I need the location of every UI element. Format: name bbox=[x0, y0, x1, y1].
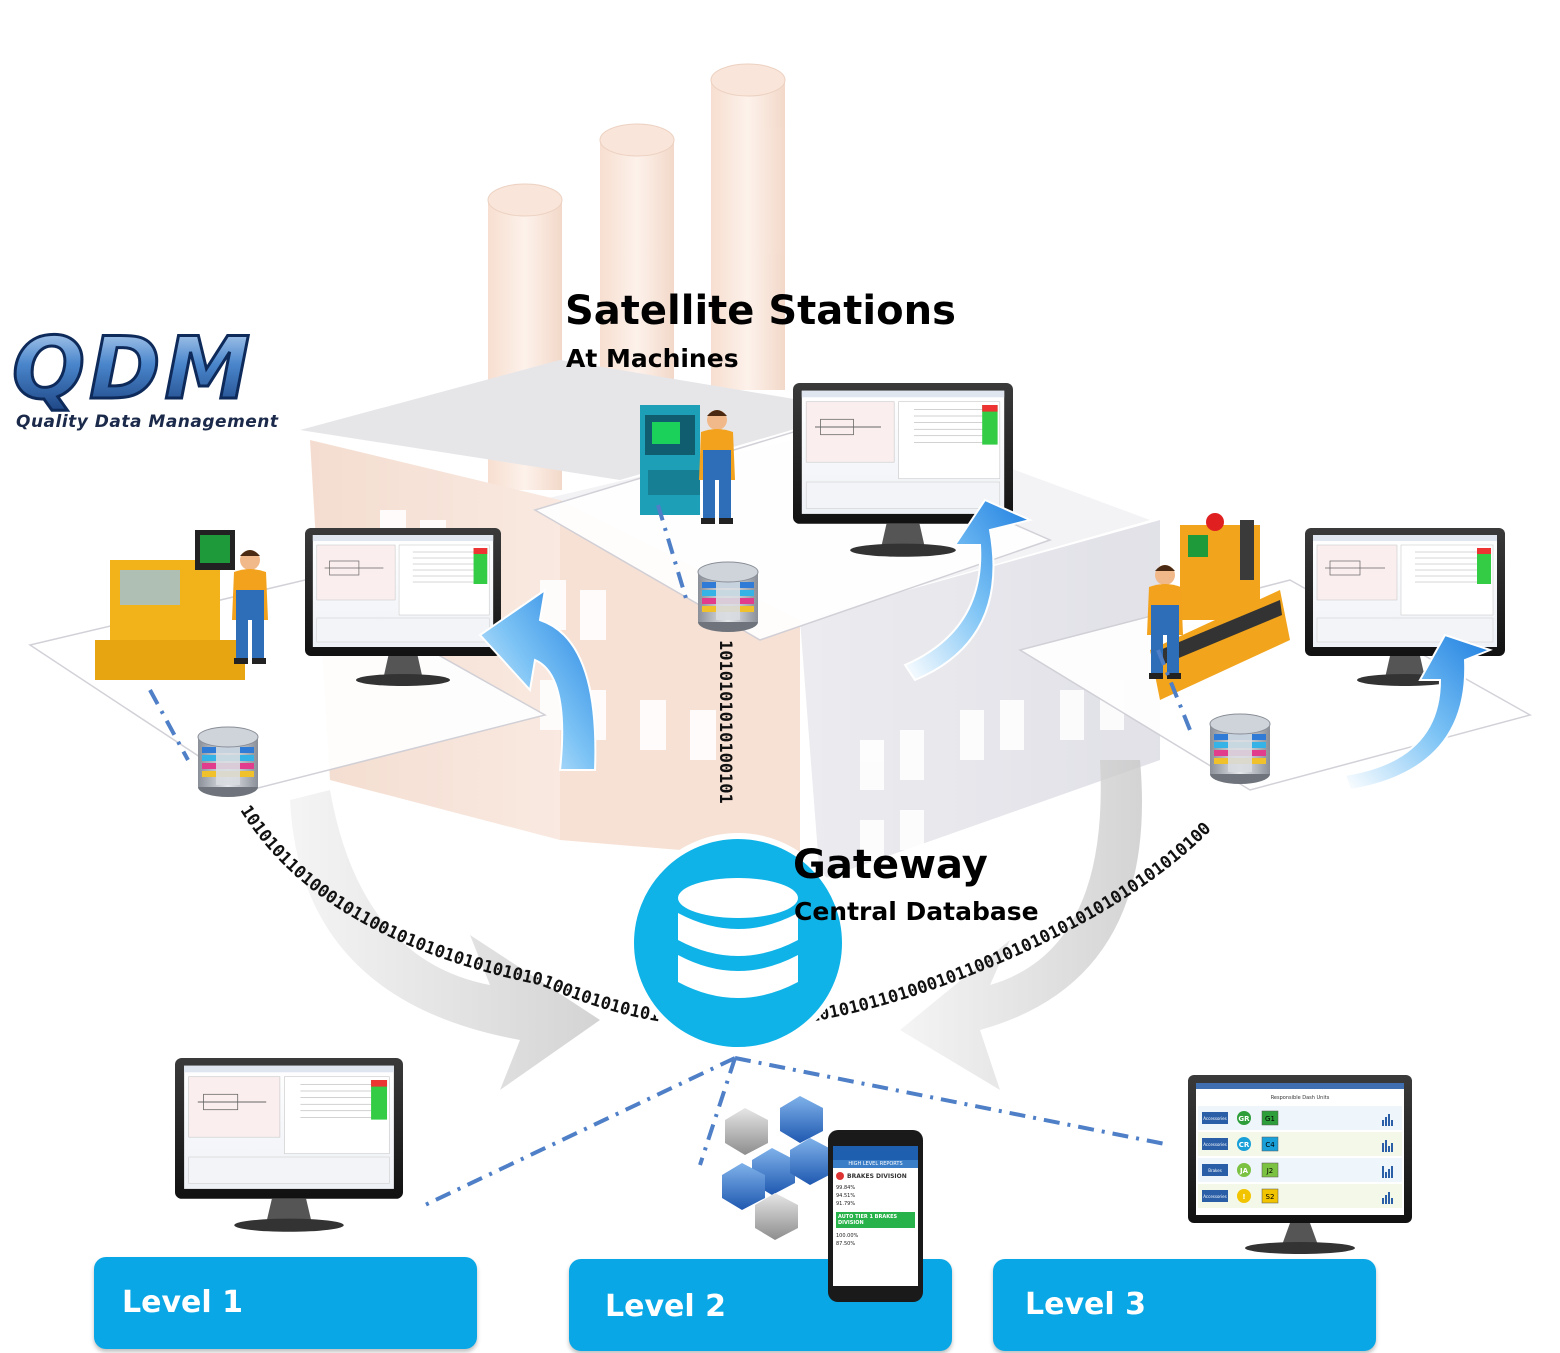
dashboard-mini-bar bbox=[1391, 1143, 1393, 1152]
dashboard-mini-bar bbox=[1388, 1146, 1390, 1152]
dashboard-mini-bar bbox=[1388, 1192, 1390, 1204]
hexagon-cluster-icon bbox=[722, 1096, 833, 1240]
chimney bbox=[710, 63, 786, 390]
dashboard-mini-bar bbox=[1385, 1140, 1387, 1152]
database-icon-right bbox=[1209, 713, 1271, 785]
database-icon-center bbox=[697, 561, 759, 633]
blue-arrow-right bbox=[1343, 633, 1493, 792]
dashboard-tag-label: Accessories bbox=[1203, 1116, 1226, 1121]
dashboard-code: J2 bbox=[1266, 1167, 1274, 1175]
gateway-title: Gateway bbox=[793, 842, 988, 888]
binary-stream-center: 1010101010100101 bbox=[715, 640, 735, 804]
dashboard-mini-bar bbox=[1388, 1114, 1390, 1126]
svg-text:QDM: QDM bbox=[12, 319, 254, 419]
gateway-subtitle: Central Database bbox=[794, 897, 1039, 926]
logo-tagline: Quality Data Management bbox=[16, 412, 279, 432]
satellite-title: Satellite Stations bbox=[565, 288, 956, 334]
dashboard-tag-label: Accessories bbox=[1203, 1142, 1226, 1147]
dashboard-code: S2 bbox=[1266, 1193, 1275, 1201]
dashboard-mini-bar bbox=[1382, 1166, 1384, 1178]
phone-row: 87.50% bbox=[836, 1241, 856, 1247]
dashboard-mini-bar bbox=[1391, 1198, 1393, 1204]
dashboard-row bbox=[1198, 1132, 1402, 1156]
level-3-button[interactable]: Level 3 bbox=[993, 1259, 1376, 1351]
dashboard-code: C4 bbox=[1265, 1141, 1275, 1149]
dashboard-code: JA bbox=[1239, 1167, 1249, 1175]
dashboard-row bbox=[1198, 1184, 1402, 1208]
dashboard-code: CR bbox=[1239, 1141, 1250, 1149]
dashboard-mini-bar bbox=[1385, 1172, 1387, 1178]
dashboard-mini-bar bbox=[1385, 1117, 1387, 1126]
monitor-level1 bbox=[174, 1057, 404, 1233]
dashboard-code-box bbox=[1261, 1136, 1279, 1152]
dashboard-mini-bar bbox=[1382, 1198, 1384, 1204]
level-2-button[interactable]: Level 2 bbox=[569, 1259, 952, 1351]
dashboard-tag bbox=[1202, 1190, 1228, 1202]
dashboard-tag bbox=[1202, 1112, 1228, 1124]
dashboard-tag bbox=[1202, 1138, 1228, 1150]
phone-header: HIGH LEVEL REPORTS bbox=[833, 1160, 918, 1168]
blue-arrow-left bbox=[478, 587, 597, 771]
dashboard-tag bbox=[1202, 1164, 1228, 1176]
dashboard-mini-bar bbox=[1391, 1166, 1393, 1178]
level-3-label: Level 3 bbox=[1025, 1287, 1146, 1322]
dashed-connectors bbox=[148, 504, 1192, 1207]
database-icon-left bbox=[197, 726, 259, 798]
level-1-label: Level 1 bbox=[122, 1285, 243, 1320]
phone-row: 100.00% bbox=[836, 1233, 859, 1239]
machine-assembly-robot bbox=[1147, 513, 1290, 700]
dashboard-status-badge bbox=[1237, 1111, 1251, 1125]
dashboard-mini-bar bbox=[1388, 1169, 1390, 1178]
phone-row: 94.51% bbox=[836, 1193, 856, 1199]
dashboard-code: ! bbox=[1242, 1193, 1245, 1201]
dashboard-row bbox=[1198, 1106, 1402, 1130]
dashboard-code: G1 bbox=[1265, 1115, 1275, 1123]
dashboard-title: Responsible Dash Units bbox=[1271, 1095, 1330, 1101]
qdm-logo: QDM bbox=[11, 318, 254, 421]
dashboard-mini-bar bbox=[1382, 1143, 1384, 1152]
phone-row: 99.84% bbox=[836, 1185, 856, 1191]
dashboard-row bbox=[1198, 1158, 1402, 1182]
dashboard-code-box bbox=[1261, 1188, 1279, 1204]
dashboard-status-badge bbox=[1237, 1137, 1251, 1151]
dashboard-tag-label: Accessories bbox=[1203, 1194, 1226, 1199]
phone-row: 91.79% bbox=[836, 1201, 856, 1207]
dashboard-status-badge bbox=[1237, 1163, 1251, 1177]
phone-banner: AUTO TIER 1 BRAKES DIVISION bbox=[836, 1212, 915, 1228]
brake-icon bbox=[836, 1172, 844, 1180]
dashboard-tag-label: Brakes bbox=[1208, 1168, 1222, 1173]
dashboard-status-badge bbox=[1237, 1189, 1251, 1203]
smartphone: HIGH LEVEL REPORTS BRAKES DIVISION 99.84… bbox=[828, 1130, 923, 1302]
flow-arrow-left bbox=[290, 790, 600, 1090]
dashboard-mini-bar bbox=[1391, 1120, 1393, 1126]
phone-division: BRAKES DIVISION bbox=[847, 1172, 907, 1180]
dashboard-code-box bbox=[1261, 1110, 1279, 1126]
dashboard-code-box bbox=[1261, 1162, 1279, 1178]
level-1-button[interactable]: Level 1 bbox=[94, 1257, 477, 1349]
gateway-database-icon bbox=[628, 833, 848, 1053]
dashboard-code: GR bbox=[1238, 1115, 1250, 1123]
machine-cnc-panel bbox=[640, 405, 735, 524]
flow-arrow-right bbox=[900, 760, 1142, 1090]
dashboard-mini-bar bbox=[1382, 1120, 1384, 1126]
satellite-subtitle: At Machines bbox=[566, 344, 739, 373]
blue-arrow-center bbox=[903, 498, 1034, 682]
level-2-label: Level 2 bbox=[605, 1289, 726, 1324]
dashboard-mini-bar bbox=[1385, 1195, 1387, 1204]
machine-lathe bbox=[95, 530, 268, 680]
